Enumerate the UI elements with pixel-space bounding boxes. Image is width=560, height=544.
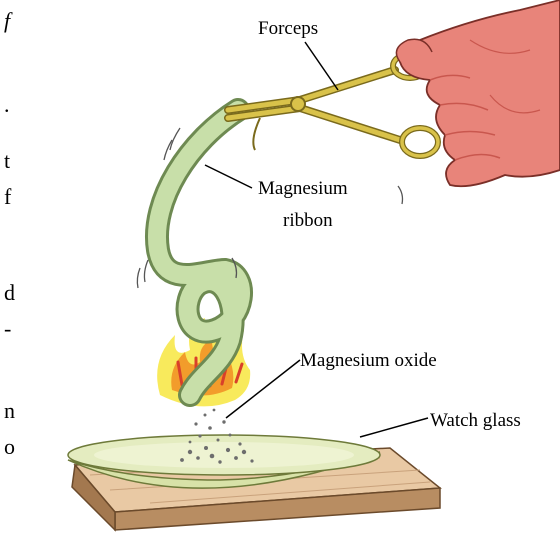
edge-text-fragment: - <box>4 318 11 340</box>
edge-text-fragment: o <box>4 436 15 458</box>
edge-text-fragment: n <box>4 400 15 422</box>
magnesium-ribbon-label-line2: ribbon <box>283 210 333 231</box>
forceps-leader-line <box>305 42 338 90</box>
magnesium-ribbon-leader-line <box>205 165 252 188</box>
watch-glass-label: Watch glass <box>430 410 521 431</box>
edge-text-fragment: . <box>4 94 10 116</box>
forceps-pivot <box>291 97 305 111</box>
edge-text-fragment: f <box>4 10 10 32</box>
watch-glass-leader-line <box>360 418 428 437</box>
forceps-label: Forceps <box>258 18 318 39</box>
edge-text-fragment: f <box>4 186 11 208</box>
edge-text-fragment: t <box>4 150 10 172</box>
magnesium-oxide-label: Magnesium oxide <box>300 350 437 371</box>
magnesium-ribbon-label-line1: Magnesium <box>258 178 348 199</box>
edge-text-fragment: d <box>4 282 15 304</box>
